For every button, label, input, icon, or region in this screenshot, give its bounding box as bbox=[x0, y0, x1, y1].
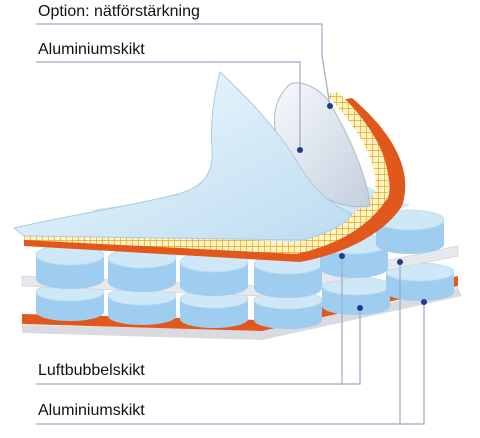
leader-bubble-b bbox=[342, 308, 361, 385]
leader-aluminium-bottom-b bbox=[400, 302, 425, 425]
bubble-lower-5 bbox=[321, 276, 391, 315]
leader-dots bbox=[297, 103, 427, 311]
leader-aluminium-top bbox=[36, 61, 301, 150]
bubble-lower-2 bbox=[107, 286, 177, 325]
top-film-sheet bbox=[12, 71, 353, 241]
dot-mesh bbox=[327, 103, 333, 109]
dot-bubble-b bbox=[357, 305, 363, 311]
label-air-bubble-layer: Luftbubbelskikt bbox=[38, 362, 145, 379]
dot-aluminium-bottom-b bbox=[421, 299, 427, 305]
dot-aluminium-bottom-a bbox=[397, 259, 403, 265]
bubble-upper-3 bbox=[179, 251, 249, 296]
label-mesh-reinforcement: Option: nätförstärkning bbox=[38, 3, 200, 20]
label-aluminium-bottom: Aluminiumskikt bbox=[38, 402, 145, 419]
mesh-reinforcement-layer bbox=[24, 92, 389, 254]
dot-aluminium-top bbox=[297, 147, 303, 153]
leader-mesh bbox=[36, 23, 331, 107]
bubble-upper-2 bbox=[107, 247, 177, 292]
label-aluminium-top: Aluminiumskikt bbox=[38, 41, 145, 58]
dot-bubble-a bbox=[339, 253, 345, 259]
top-orange-layer bbox=[24, 98, 406, 262]
bubble-upper-1 bbox=[35, 244, 105, 289]
leader-lines bbox=[36, 23, 425, 425]
